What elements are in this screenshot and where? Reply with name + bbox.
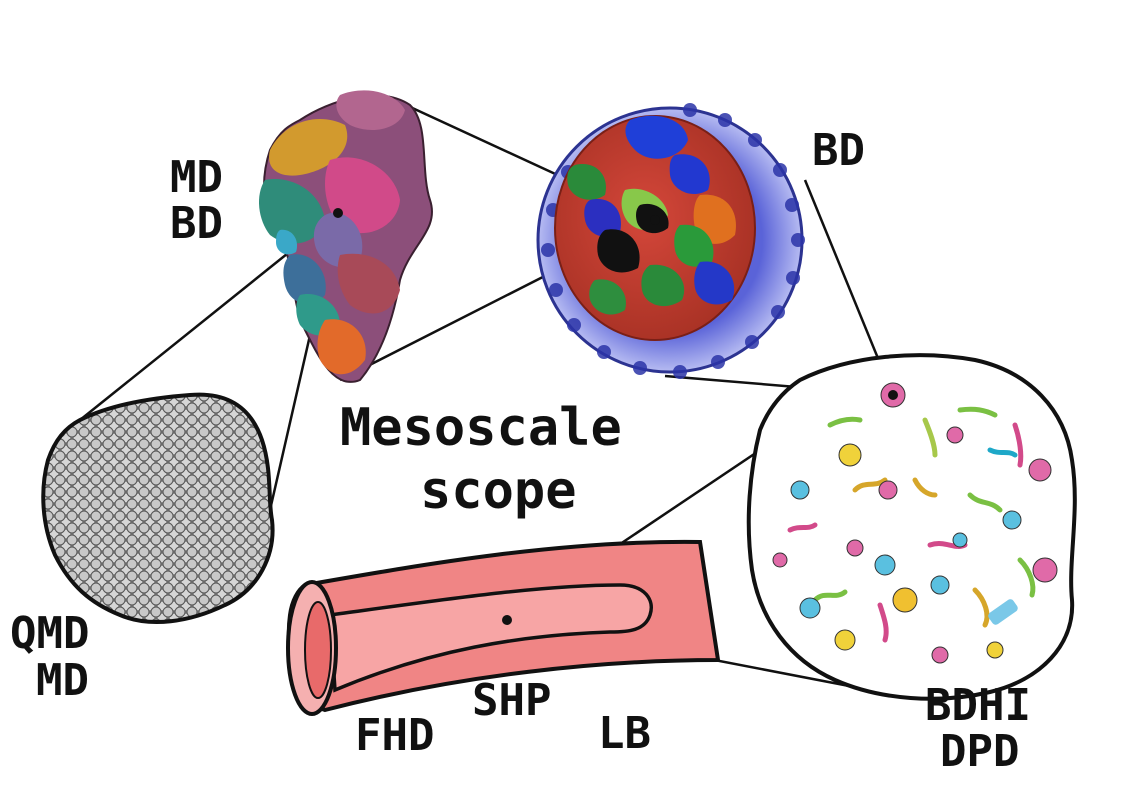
- protein-complex-icon: [258, 90, 433, 383]
- microbe-anchor-dot: [888, 390, 898, 400]
- liquid-label-qmd: QMD: [10, 608, 89, 659]
- protein-label-bd: BD: [170, 198, 223, 249]
- vessel-anchor-dot: [502, 615, 512, 625]
- title-line-1: Mesoscale: [340, 398, 622, 458]
- blood-vessel-icon: [286, 539, 721, 716]
- protein-anchor-dot: [333, 208, 343, 218]
- title-line-2: scope: [420, 461, 577, 521]
- cell-cross-section-icon: [536, 103, 805, 379]
- vessel-label-shp: SHP: [472, 675, 551, 726]
- microbe-label-bdhi: BDHI: [925, 680, 1031, 731]
- cell-label-bd: BD: [812, 125, 865, 176]
- liquid-particles-icon: [41, 392, 275, 625]
- protein-label-md: MD: [170, 152, 223, 203]
- cell-anchor-dot: [650, 215, 660, 225]
- liquid-label-md: MD: [36, 655, 89, 706]
- vessel-label-lb: LB: [598, 708, 651, 759]
- vessel-label-fhd: FHD: [355, 710, 434, 761]
- microbe-label-dpd: DPD: [940, 726, 1019, 777]
- microbe-swarm-icon: [746, 353, 1077, 701]
